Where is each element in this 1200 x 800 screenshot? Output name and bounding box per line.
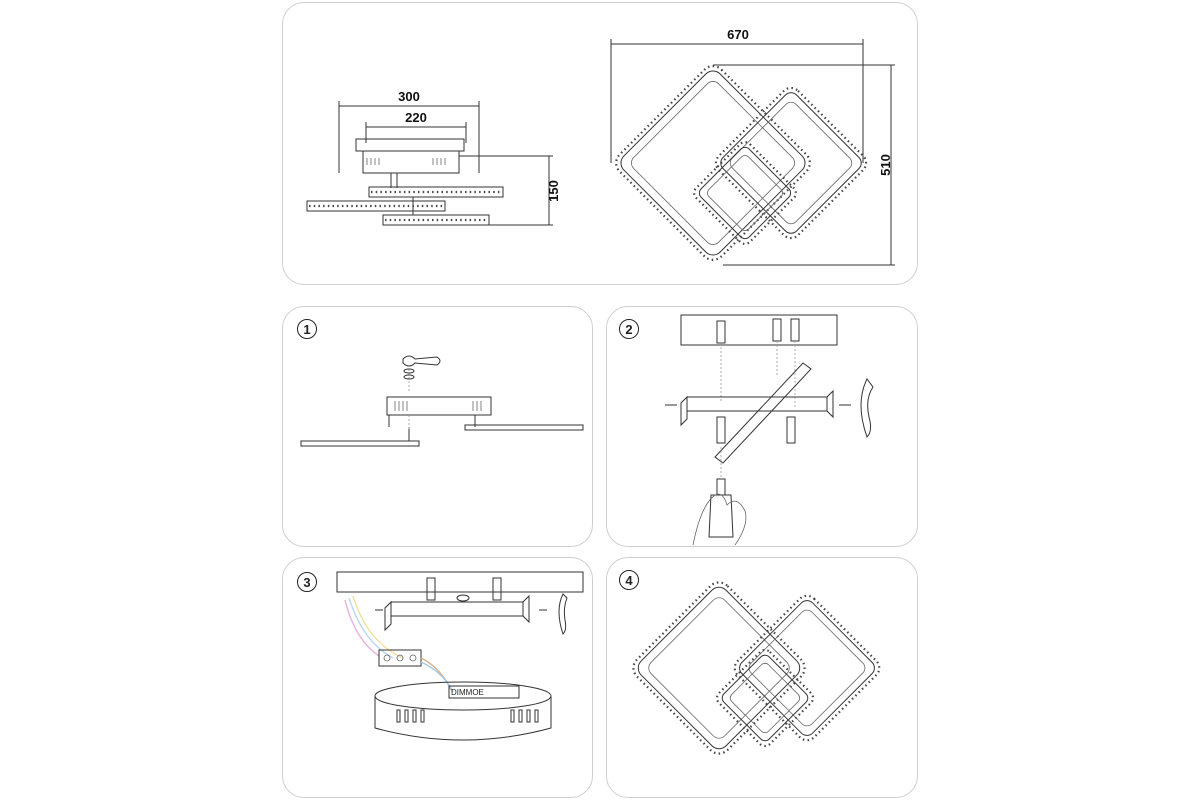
dimension-drawing: 300 220 150 — [306, 27, 895, 266]
side-view — [306, 101, 553, 226]
step-number: 2 — [619, 319, 639, 339]
step-3-panel: 3 DIMMOE — [282, 557, 593, 798]
dim-plan-width: 670 — [727, 27, 749, 42]
driver-label: DIMMOE — [451, 688, 484, 697]
step-4-drawing — [632, 581, 881, 755]
dim-width-inner: 220 — [405, 110, 427, 125]
dim-plan-depth: 510 — [878, 154, 893, 176]
dim-width-outer: 300 — [398, 89, 420, 104]
step-1-drawing — [300, 355, 584, 447]
step-1-panel: 1 — [282, 306, 593, 547]
step-2-panel: 2 — [606, 306, 918, 547]
step-4-panel: 4 — [606, 557, 918, 798]
step-3-drawing: DIMMOE — [336, 571, 584, 741]
step-number: 3 — [297, 572, 317, 592]
step-number: 4 — [619, 570, 639, 590]
step-number: 1 — [297, 319, 317, 339]
dimensions-panel: 300 220 150 — [282, 2, 918, 285]
plan-view — [610, 39, 895, 266]
dim-height: 150 — [546, 180, 561, 202]
step-2-drawing — [665, 314, 874, 546]
